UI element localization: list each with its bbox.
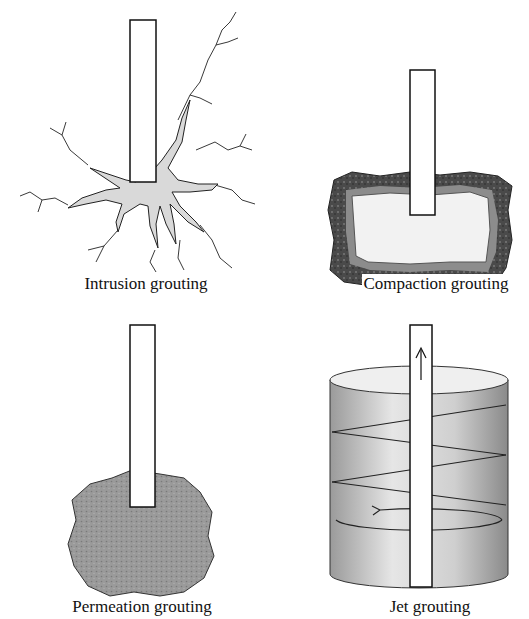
- caption: Intrusion grouting: [82, 274, 209, 294]
- grout-pipe: [410, 325, 432, 587]
- caption: Compaction grouting: [362, 274, 511, 294]
- intrusion-grout: [20, 12, 255, 272]
- grout-pipe: [130, 325, 155, 507]
- grout-pipe: [410, 70, 435, 215]
- grout-pipe: [130, 20, 156, 182]
- caption: Jet grouting: [388, 597, 473, 617]
- caption: Permeation grouting: [70, 597, 213, 617]
- lift-arrow: [416, 348, 426, 380]
